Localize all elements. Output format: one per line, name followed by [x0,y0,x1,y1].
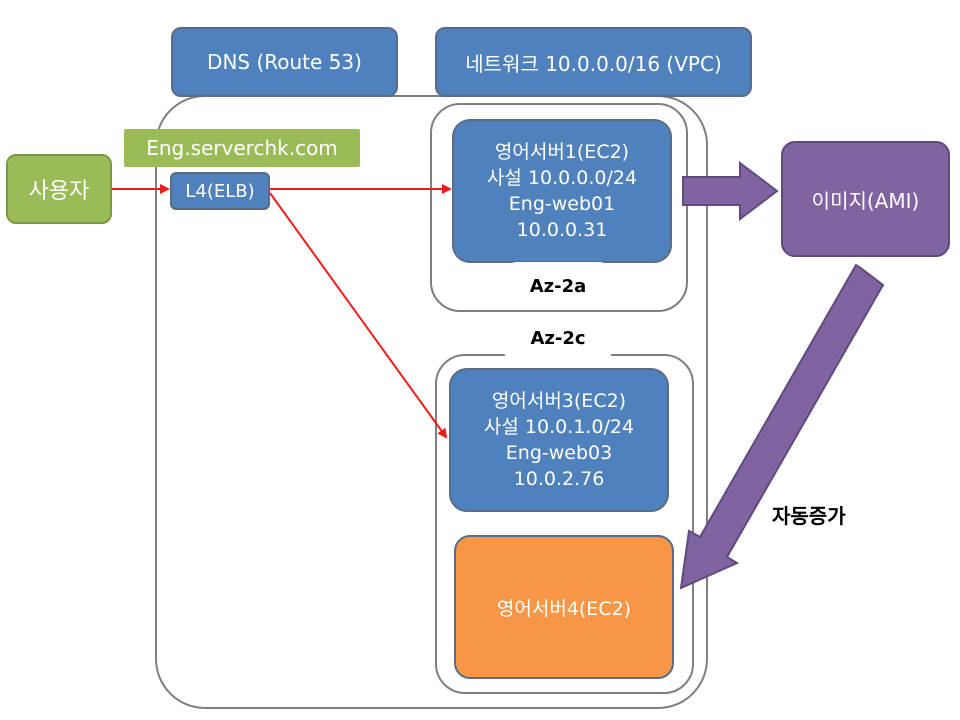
domain-box: Eng.serverchk.com [124,129,360,167]
dns-box: DNS (Route 53) [171,27,398,97]
server1-host: Eng-web01 [508,193,616,215]
domain-label: Eng.serverchk.com [146,136,338,160]
autoscale-label: 자동증가 [772,504,846,528]
ami-label: 이미지(AMI) [811,188,920,213]
ami-box: 이미지(AMI) [781,141,950,257]
server4-label: 영어서버4(EC2) [496,597,632,620]
arrow-server1-to-ami [682,160,779,222]
server3-name: 영어서버3(EC2) [491,390,627,412]
server4-box: 영어서버4(EC2) [454,535,674,679]
elb-label: L4(ELB) [185,180,255,202]
server3-ip: 10.0.2.76 [513,468,605,490]
vpc-label: 네트워크 10.0.0.0/16 (VPC) [465,51,722,76]
server1-ip: 10.0.0.31 [516,219,608,241]
server1-subnet: 사설 10.0.0.0/24 [486,167,638,189]
user-box: 사용자 [6,154,112,224]
server3-box: 영어서버3(EC2) 사설 10.0.1.0/24 Eng-web03 10.0… [449,368,669,512]
server3-host: Eng-web03 [505,442,613,464]
vpc-region [155,95,708,709]
user-label: 사용자 [28,179,90,204]
vpc-box: 네트워크 10.0.0.0/16 (VPC) [435,27,752,97]
arrow-elb-to-server3 [269,192,448,439]
az-2a-region [430,103,688,312]
elb-box: L4(ELB) [170,172,270,210]
server3-subnet: 사설 10.0.1.0/24 [483,416,635,438]
server1-name: 영어서버1(EC2) [494,141,630,163]
server1-box: 영어서버1(EC2) 사설 10.0.0.0/24 Eng-web01 10.0… [452,119,672,263]
az-2a-label: Az-2a [503,262,613,310]
az-2c-text: Az-2c [530,327,586,349]
az-2a-text: Az-2a [529,275,587,297]
arrow-ami-to-server4 [679,263,885,590]
az-2c-label: Az-2c [503,314,613,362]
dns-label: DNS (Route 53) [207,50,362,74]
